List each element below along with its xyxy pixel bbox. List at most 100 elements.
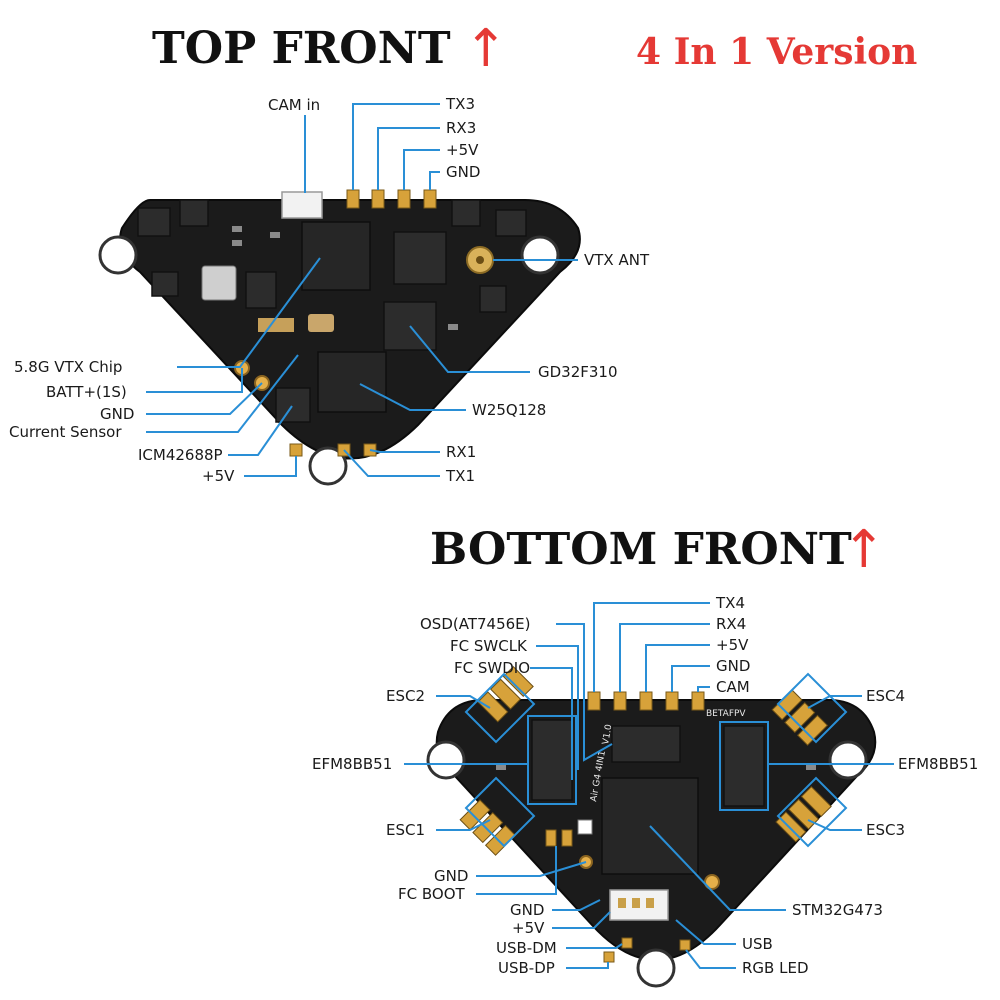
top-pad-5v: [397, 189, 411, 209]
bottom-label-efm-left: EFM8BB51: [312, 755, 392, 773]
top-mount-hole-left: [98, 235, 138, 275]
bottom-pad-usb-dm: [621, 937, 633, 949]
top-label-batt: BATT+(1S): [46, 383, 127, 401]
top-label-5v: +5V: [446, 141, 479, 159]
top-main-chip: [301, 221, 371, 291]
top-flash-chip: [317, 351, 387, 413]
esc2-pads: [477, 665, 534, 723]
top-label-rx1: RX1: [446, 443, 476, 461]
bottom-label-efm-right: EFM8BB51: [898, 755, 978, 773]
esc3-highlight: [776, 776, 848, 848]
top-cluster-2: [179, 199, 209, 227]
top-cluster-6: [479, 285, 507, 313]
bottom-label-osd: OSD(AT7456E): [420, 615, 531, 633]
version-label: 4 In 1 Version: [636, 31, 917, 73]
top-mount-hole-bottom: [308, 446, 348, 486]
bottom-label-5v-usb: +5V: [512, 919, 545, 937]
bottom-label-esc4: ESC4: [866, 687, 905, 705]
top-chip-left: [245, 271, 277, 309]
bottom-pad-rgb: [679, 939, 691, 951]
top-oscillator: [308, 314, 334, 332]
bottom-mount-hole-left: [426, 740, 466, 780]
usb-pin-1: [618, 898, 626, 908]
bottom-led: [577, 819, 593, 835]
bottom-label-esc2: ESC2: [386, 687, 425, 705]
bottom-label-esc3: ESC3: [866, 821, 905, 839]
bottom-leader-lines: [404, 602, 894, 969]
bottom-label-gnd-usb: GND: [510, 901, 544, 919]
top-cluster-5: [495, 209, 527, 237]
esc-driver-right: [723, 725, 765, 807]
silk-brand: BETAFPV: [706, 709, 746, 719]
top-leader-lines: [146, 103, 578, 477]
bottom-front-arrow: ↑: [842, 520, 886, 580]
esc4-pads: [771, 689, 829, 746]
top-smd-c: [270, 232, 280, 238]
top-label-rx3: RX3: [446, 119, 476, 137]
cam-connector: [281, 191, 323, 219]
top-pad-tx3: [346, 189, 360, 209]
esc-driver-left: [531, 719, 573, 801]
top-label-vtx-chip: 5.8G VTX Chip: [14, 358, 122, 376]
top-label-imu: ICM42688P: [138, 446, 223, 464]
top-imu-chip: [275, 387, 311, 423]
bottom-label-rx4: RX4: [716, 615, 746, 633]
bottom-label-5v: +5V: [716, 636, 749, 654]
bottom-label-usb: USB: [742, 935, 773, 953]
esc1-pads: [459, 799, 517, 856]
bottom-mount-hole-right: [828, 740, 868, 780]
top-smd-a: [232, 226, 242, 232]
efm-left-highlight: [527, 715, 577, 805]
bottom-pad-rx4: [613, 691, 627, 711]
bottom-label-swdio: FC SWDIO: [454, 659, 530, 677]
top-pad-5v-bottom: [289, 443, 303, 457]
vtx-antenna-pin: [476, 256, 484, 264]
bottom-label-gnd-boot: GND: [434, 867, 468, 885]
silk-version: V1.0: [601, 723, 614, 745]
top-label-tx1: TX1: [445, 467, 475, 485]
top-label-mcu: GD32F310: [538, 363, 618, 381]
top-front-heading: TOP FRONT: [152, 23, 451, 74]
bottom-label-swclk: FC SWCLK: [450, 637, 528, 655]
bottom-smd-b: [806, 764, 816, 770]
bottom-pad-usb-dp: [603, 951, 615, 963]
top-resistor: [258, 318, 294, 332]
efm-right-highlight: [719, 721, 769, 811]
bottom-board: BETAFPV Air G4 4IN1 V1.0: [426, 665, 877, 988]
top-board: [98, 189, 581, 486]
bottom-label-tx4: TX4: [715, 594, 745, 612]
top-label-gnd-left: GND: [100, 405, 134, 423]
top-front-arrow: ↑: [464, 19, 508, 79]
bottom-pad-right: [704, 874, 720, 890]
bottom-mount-hole-bottom: [636, 948, 676, 988]
top-pad-gnd: [423, 189, 437, 209]
top-smd-d: [448, 324, 458, 330]
top-label-gnd: GND: [446, 163, 480, 181]
bottom-front-heading: BOTTOM FRONT: [430, 524, 852, 575]
bottom-pad-5v: [639, 691, 653, 711]
top-label-tx3: TX3: [445, 95, 475, 113]
usb-pin-3: [646, 898, 654, 908]
bottom-label-mcu: STM32G473: [792, 901, 883, 919]
top-mount-hole-right: [520, 235, 560, 275]
top-label-vtx-ant: VTX ANT: [584, 251, 650, 269]
top-vtx-module: [393, 231, 447, 285]
top-pad-rx3: [371, 189, 385, 209]
bottom-pad-tx4: [587, 691, 601, 711]
bottom-label-usb-dm: USB-DM: [496, 939, 557, 957]
bottom-label-rgb-led: RGB LED: [742, 959, 809, 977]
bottom-label-gnd: GND: [716, 657, 750, 675]
bottom-label-esc1: ESC1: [386, 821, 425, 839]
top-label-current-sensor: Current Sensor: [9, 423, 122, 441]
bottom-pad-boot-2: [561, 829, 573, 847]
bottom-pad-gnd: [665, 691, 679, 711]
esc1-highlight: [464, 776, 536, 848]
esc4-highlight: [776, 672, 848, 744]
top-cluster-1: [137, 207, 171, 237]
top-label-5v-bottom: +5V: [202, 467, 235, 485]
top-label-cam-in: CAM in: [268, 96, 320, 114]
esc2-highlight: [464, 672, 536, 744]
bottom-pad-cam: [691, 691, 705, 711]
bottom-osd-chip: [611, 725, 681, 763]
